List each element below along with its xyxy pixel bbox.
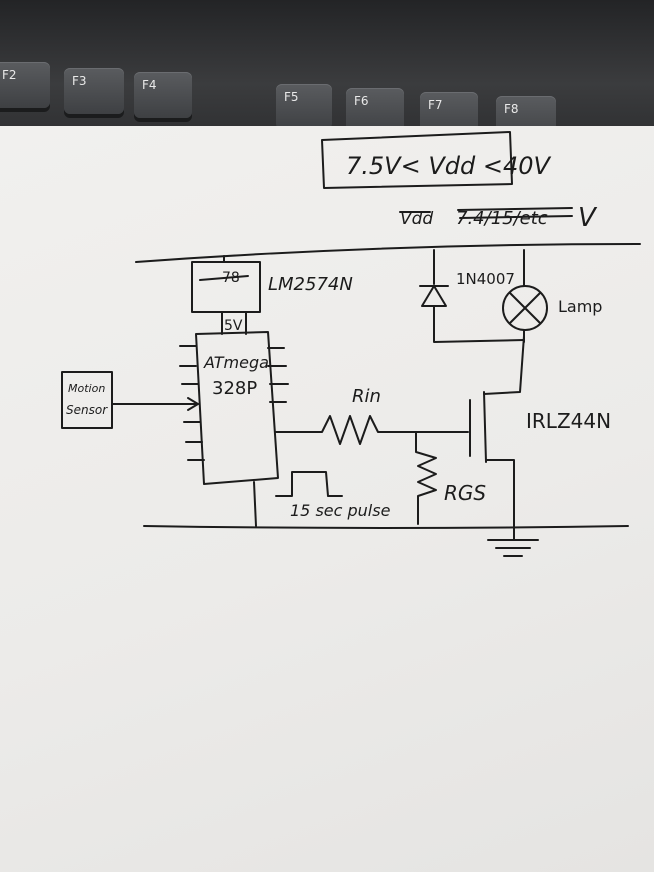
diode-bottom-wire <box>433 305 525 343</box>
vdd-unit-label: V <box>578 203 598 233</box>
mosfet-source-lead <box>485 459 515 541</box>
key-f3: F3 <box>64 68 124 114</box>
mcu-pins-left <box>179 345 205 461</box>
mosfet-channel <box>483 391 487 463</box>
vdd-strike-3 <box>459 215 573 219</box>
regulator-box <box>191 261 261 313</box>
lamp-cross-b <box>509 292 541 324</box>
lamp-label: Lamp <box>558 297 602 316</box>
five-volt-label: 5V <box>224 318 243 334</box>
regulator-strike <box>199 275 249 281</box>
keyboard-background: F2 F3 F4 F5 F6 F7 F8 <box>0 0 654 142</box>
key-f2: F2 <box>0 62 50 108</box>
mcu-ground-wire <box>253 481 257 527</box>
sensor-arrowhead <box>187 397 199 411</box>
sensor-label-line2: Sensor <box>66 403 108 417</box>
diode-triangle <box>421 285 447 307</box>
ground-symbol <box>487 539 539 557</box>
pulse-label: 15 sec pulse <box>290 501 391 520</box>
key-f4: F4 <box>134 72 192 118</box>
mcu-pins-right <box>267 347 289 403</box>
gate-wire <box>275 415 469 445</box>
vdd-struck-label: Vdd <box>400 209 433 229</box>
vdd-struck-value: 7.4/15/etc <box>456 208 548 229</box>
mcu-box <box>195 331 279 485</box>
vdd-strike-2 <box>457 207 573 211</box>
regulator-struck-label: 78 <box>222 270 240 286</box>
mcu-label-line2: 328P <box>212 378 257 399</box>
diode-label: 1N4007 <box>456 270 515 288</box>
vdd-rail <box>135 243 641 263</box>
sensor-label-line1: Motion <box>68 382 105 395</box>
sensor-box <box>61 371 113 429</box>
supply-range-box <box>321 131 513 189</box>
regulator-label: LM2574N <box>268 274 353 295</box>
mcu-label-line1: ATmega <box>203 353 269 372</box>
supply-range-label: 7.5V< Vdd <40V <box>346 152 551 180</box>
rgs-resistor <box>415 431 437 525</box>
pulse-symbol <box>275 471 343 497</box>
key-f5: F5 <box>276 84 332 130</box>
mosfet-label: IRLZ44N <box>526 409 611 433</box>
ground-rail <box>143 525 629 529</box>
rgs-label: RGS <box>444 481 486 505</box>
rin-label: Rin <box>352 386 381 407</box>
mosfet-drain-lead <box>483 335 525 395</box>
